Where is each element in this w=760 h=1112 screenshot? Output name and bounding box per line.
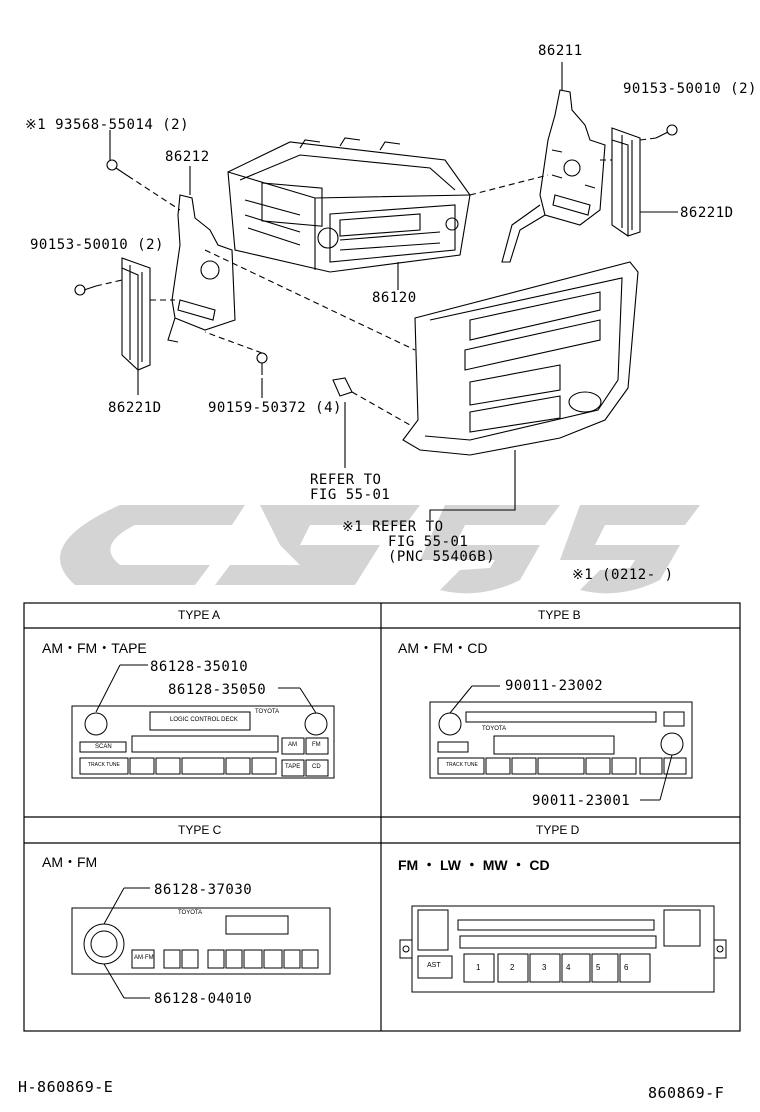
type-b-part-2: 90011-23001 [532, 793, 631, 809]
radio-type-c [71, 887, 331, 999]
type-b-toyota-text: TOYOTA [482, 726, 507, 732]
type-d-preset-2: 2 [510, 963, 515, 972]
type-a-part-2: 86128-35050 [168, 682, 267, 698]
part-label-90159: 90159-50372 (4) [208, 400, 342, 416]
type-a-logic-deck-text: LOGIC CONTROL DECK [170, 717, 238, 723]
type-b-title: TYPE B [538, 608, 581, 622]
type-a-scan-text: SCAN [95, 744, 112, 750]
part-label-86221D-left: 86221D [108, 400, 162, 416]
screw-left-top [106, 159, 129, 177]
type-c-title: TYPE C [178, 823, 222, 837]
type-d-preset-6: 6 [624, 963, 629, 972]
type-c-subtitle: AM・FM [42, 854, 98, 870]
bracket-86211 [501, 89, 606, 263]
footer-left-code: H-860869-E [18, 1078, 114, 1096]
type-b-subtitle: AM・FM・CD [398, 640, 488, 656]
refer-line-1: REFER TO [310, 472, 382, 488]
type-b-track-text: TRACK TUNE [446, 762, 478, 768]
part-label-86211: 86211 [538, 43, 583, 59]
refer2-line-2: FIG 55-01 [388, 534, 469, 550]
plate-86221D-right [611, 127, 641, 237]
type-a-fm-text: FM [312, 742, 321, 748]
exploded-view-drawing [74, 62, 678, 520]
type-d-preset-3: 3 [542, 963, 547, 972]
radio-type-b [429, 685, 693, 801]
type-a-toyota-text: TOYOTA [255, 709, 280, 715]
part-label-86120: 86120 [372, 290, 417, 306]
type-c-part-1: 86128-37030 [154, 882, 253, 898]
type-a-cd-text: CD [312, 764, 321, 770]
part-label-86221D-right: 86221D [680, 205, 734, 221]
note-label: ※1 (0212- ) [572, 567, 674, 583]
refer2-line-3: (PNC 55406B) [388, 549, 496, 565]
bracket-86212 [167, 194, 236, 343]
type-d-preset-1: 1 [476, 963, 481, 972]
part-label-90153-left: 90153-50010 (2) [30, 237, 164, 253]
screw-left-mid [74, 284, 97, 296]
screw-right-top [655, 124, 678, 139]
type-a-tape-text: TAPE [285, 764, 301, 770]
part-label-93568: ※1 93568-55014 (2) [25, 117, 190, 133]
head-unit-86120 [227, 137, 471, 273]
type-a-am-text: AM [288, 742, 297, 748]
instrument-bezel [402, 261, 639, 456]
type-d-preset-4: 4 [566, 963, 571, 972]
type-c-part-2: 86128-04010 [154, 991, 253, 1007]
type-b-part-1: 90011-23002 [505, 678, 604, 694]
type-a-track-text: TRACK TUNE [88, 762, 120, 768]
type-d-subtitle: FM ・ LW ・ MW ・ CD [398, 857, 550, 873]
refer2-line-1: ※1 REFER TO [342, 519, 444, 535]
radio-type-a [71, 664, 335, 779]
type-a-subtitle: AM・FM・TAPE [42, 640, 147, 656]
refer-line-2: FIG 55-01 [310, 487, 391, 503]
type-a-title: TYPE A [178, 608, 221, 622]
footer-right-code: 860869-F [648, 1084, 725, 1102]
part-label-86212: 86212 [165, 149, 210, 165]
radio-type-d [399, 905, 727, 993]
part-label-90153-right: 90153-50010 (2) [623, 81, 757, 97]
type-c-amfm-text: AM·FM [134, 955, 154, 961]
type-a-part-1: 86128-35010 [150, 659, 249, 675]
type-d-title: TYPE D [536, 823, 580, 837]
type-d-preset-5: 5 [596, 963, 601, 972]
type-c-toyota-text: TOYOTA [178, 910, 203, 916]
type-d-ast-text: AST [427, 962, 441, 969]
